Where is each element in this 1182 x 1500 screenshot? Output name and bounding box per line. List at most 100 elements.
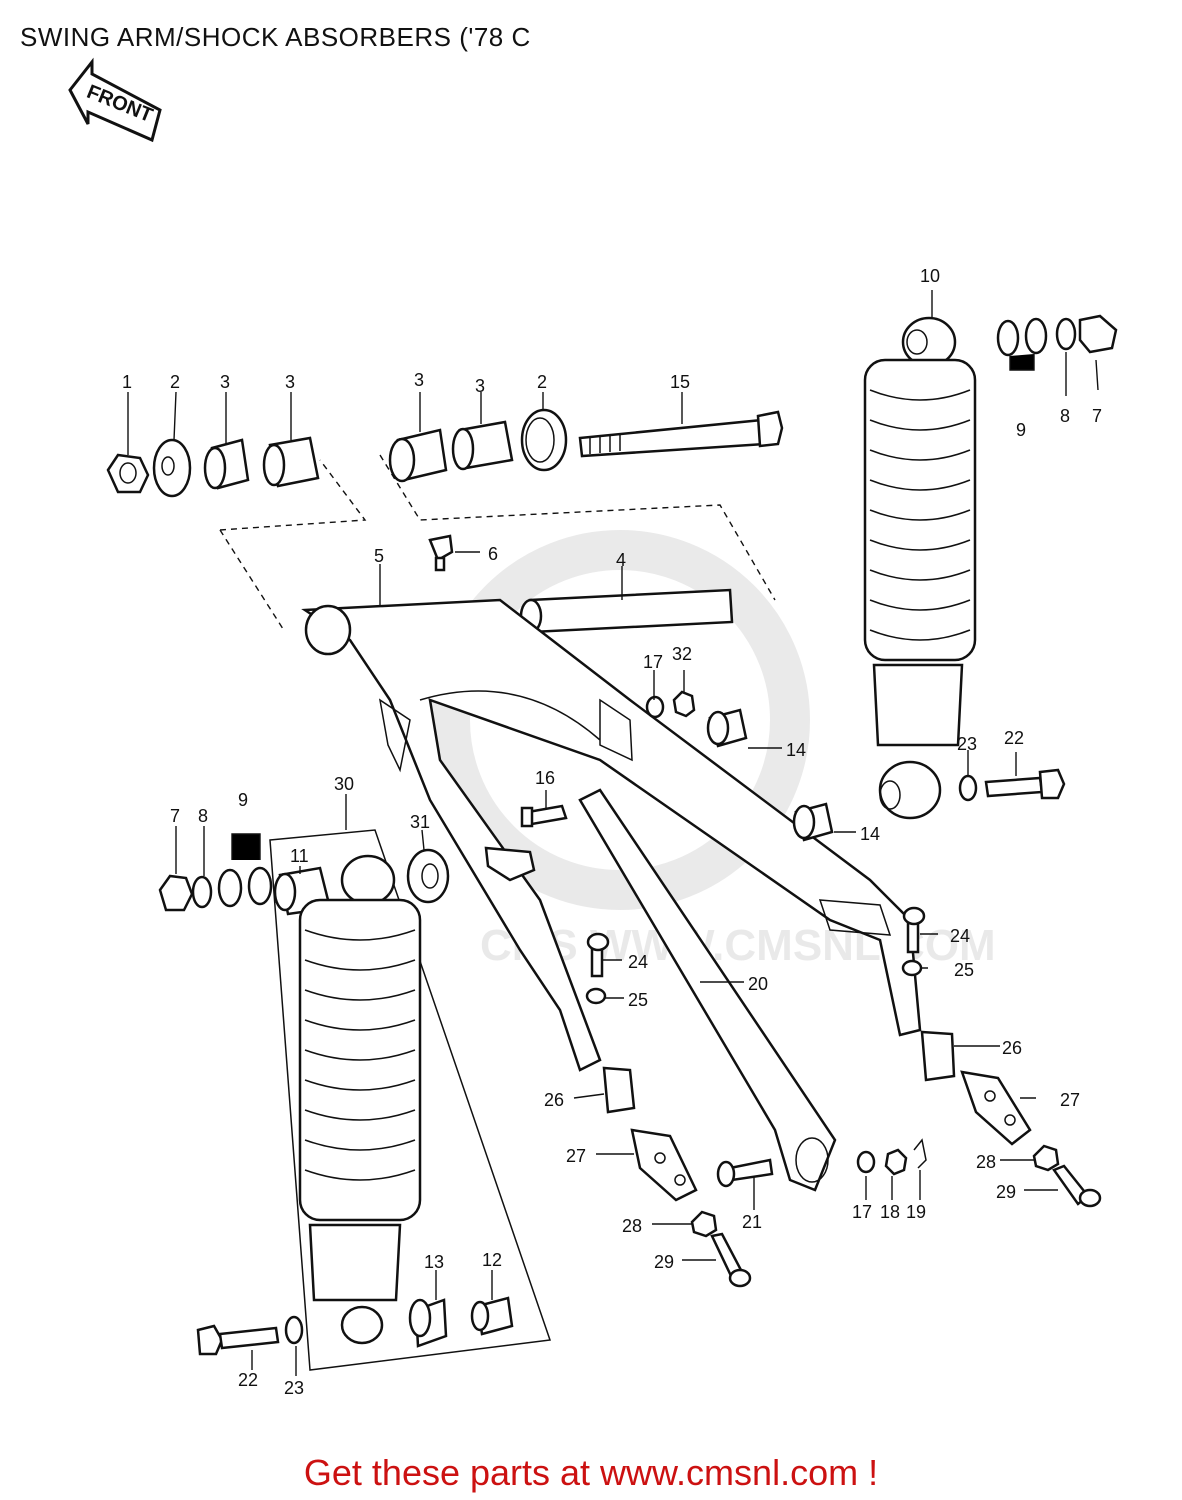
- adjuster-block-26-left: [602, 1066, 636, 1114]
- callout-3: 3: [285, 372, 295, 392]
- washer-17-upper: [645, 695, 665, 719]
- callout-14: 14: [860, 824, 880, 844]
- callout-8: 8: [198, 806, 208, 826]
- callout-22: 22: [1004, 728, 1024, 748]
- callout-23: 23: [284, 1378, 304, 1398]
- needle-bearing-1: [203, 438, 250, 490]
- grease-nipple: [428, 534, 454, 572]
- callout-17: 17: [643, 652, 663, 672]
- cap-nut-7-right: [1078, 314, 1118, 354]
- callout-10: 10: [920, 266, 940, 286]
- callout-1: 1: [122, 372, 132, 392]
- callout-29: 29: [654, 1252, 674, 1272]
- collar-13: [408, 1298, 448, 1348]
- callout-7: 7: [1092, 406, 1102, 426]
- chain-adjuster-27-left: [630, 1128, 698, 1202]
- callout-14: 14: [786, 740, 806, 760]
- washer-23-left: [284, 1315, 304, 1345]
- callout-25: 25: [954, 960, 974, 980]
- needle-bearing-3: [388, 428, 448, 483]
- shock-bolt-22-left: [196, 1324, 280, 1356]
- bolt-29-left: [710, 1232, 752, 1288]
- callout-26: 26: [1002, 1038, 1022, 1058]
- callout-27: 27: [566, 1146, 586, 1166]
- callout-27: 27: [1060, 1090, 1080, 1110]
- callout-3: 3: [220, 372, 230, 392]
- washer-17-lower: [856, 1150, 876, 1174]
- callout-32: 32: [672, 644, 692, 664]
- pivot-collar-left: [152, 438, 192, 498]
- rubber-block-14-b: [792, 802, 834, 842]
- rear-shock-left-assembly: [269, 829, 552, 1371]
- callout-25: 25: [628, 990, 648, 1010]
- washer-25-left: [585, 987, 607, 1005]
- nut-28-left: [690, 1210, 718, 1238]
- callout-2: 2: [170, 372, 180, 392]
- callout-21: 21: [742, 1212, 762, 1232]
- callout-12: 12: [482, 1250, 502, 1270]
- callout-2: 2: [537, 372, 547, 392]
- collar-31: [406, 848, 450, 904]
- callout-30: 30: [334, 774, 354, 794]
- pivot-nut-left: [106, 453, 150, 494]
- callout-23: 23: [957, 734, 977, 754]
- washer-9-left-b: [247, 866, 273, 906]
- cap-nut-7-left: [158, 874, 194, 912]
- callout-16: 16: [535, 768, 555, 788]
- callout-31: 31: [410, 812, 430, 832]
- bolt-24-right: [902, 906, 926, 954]
- pivot-collar-right: [520, 408, 568, 472]
- callout-29: 29: [996, 1182, 1016, 1202]
- nut-28-right: [1032, 1144, 1060, 1172]
- pivot-sleeve: [519, 588, 734, 634]
- footer-link-text[interactable]: Get these parts at www.cmsnl.com !: [303, 1452, 879, 1493]
- washer-9-left-a: [217, 868, 243, 908]
- chain-adjuster-27-right: [960, 1070, 1032, 1146]
- bolt-24-left: [586, 932, 610, 978]
- callout-3: 3: [414, 370, 424, 390]
- torque-link: [578, 788, 837, 1192]
- callout-24: 24: [950, 926, 970, 946]
- nut-18: [884, 1148, 908, 1176]
- callout-8: 8: [1060, 406, 1070, 426]
- callout-15: 15: [670, 372, 690, 392]
- callout-28: 28: [976, 1152, 996, 1172]
- callout-11: 11: [290, 846, 309, 866]
- callout-9: 9: [1016, 420, 1026, 440]
- callout-28: 28: [622, 1216, 642, 1236]
- pivot-shaft-bolt: [578, 410, 784, 458]
- washer-9-right-a: [996, 319, 1020, 357]
- callout-22: 22: [238, 1370, 258, 1390]
- callout-19: 19: [906, 1202, 926, 1222]
- cotter-pin-19: [913, 1138, 927, 1169]
- chain-guide-bracket: [484, 846, 536, 882]
- rubber-block-14-a: [706, 708, 748, 748]
- washer-9-right-b: [1024, 317, 1048, 355]
- lock-washer-8-right: [1055, 317, 1077, 351]
- bolt-21: [716, 1158, 774, 1188]
- front-arrow-icon: FRONT: [68, 57, 162, 143]
- washer-25-right: [901, 959, 923, 977]
- needle-bearing-4: [451, 420, 514, 471]
- bolt-29-right: [1052, 1164, 1102, 1208]
- washer-23-right: [958, 774, 978, 802]
- bolt-16: [520, 804, 568, 828]
- callout-20: 20: [748, 974, 768, 994]
- bush-12: [470, 1296, 514, 1336]
- lock-washer-8-left: [191, 875, 213, 909]
- callout-18: 18: [880, 1202, 900, 1222]
- callout-13: 13: [424, 1252, 444, 1272]
- callout-7: 7: [170, 806, 180, 826]
- callout-9: 9: [238, 790, 248, 810]
- rear-shock-right: [863, 316, 977, 820]
- page-title: SWING ARM/SHOCK ABSORBERS ('78 C: [20, 22, 531, 52]
- callout-24: 24: [628, 952, 648, 972]
- needle-bearing-2: [262, 436, 320, 488]
- shock-bolt-22-right: [984, 768, 1066, 800]
- callout-6: 6: [488, 544, 498, 564]
- callout-17: 17: [852, 1202, 872, 1222]
- nut-32: [672, 690, 696, 718]
- callout-5: 5: [374, 546, 384, 566]
- adjuster-block-26-right: [920, 1030, 956, 1082]
